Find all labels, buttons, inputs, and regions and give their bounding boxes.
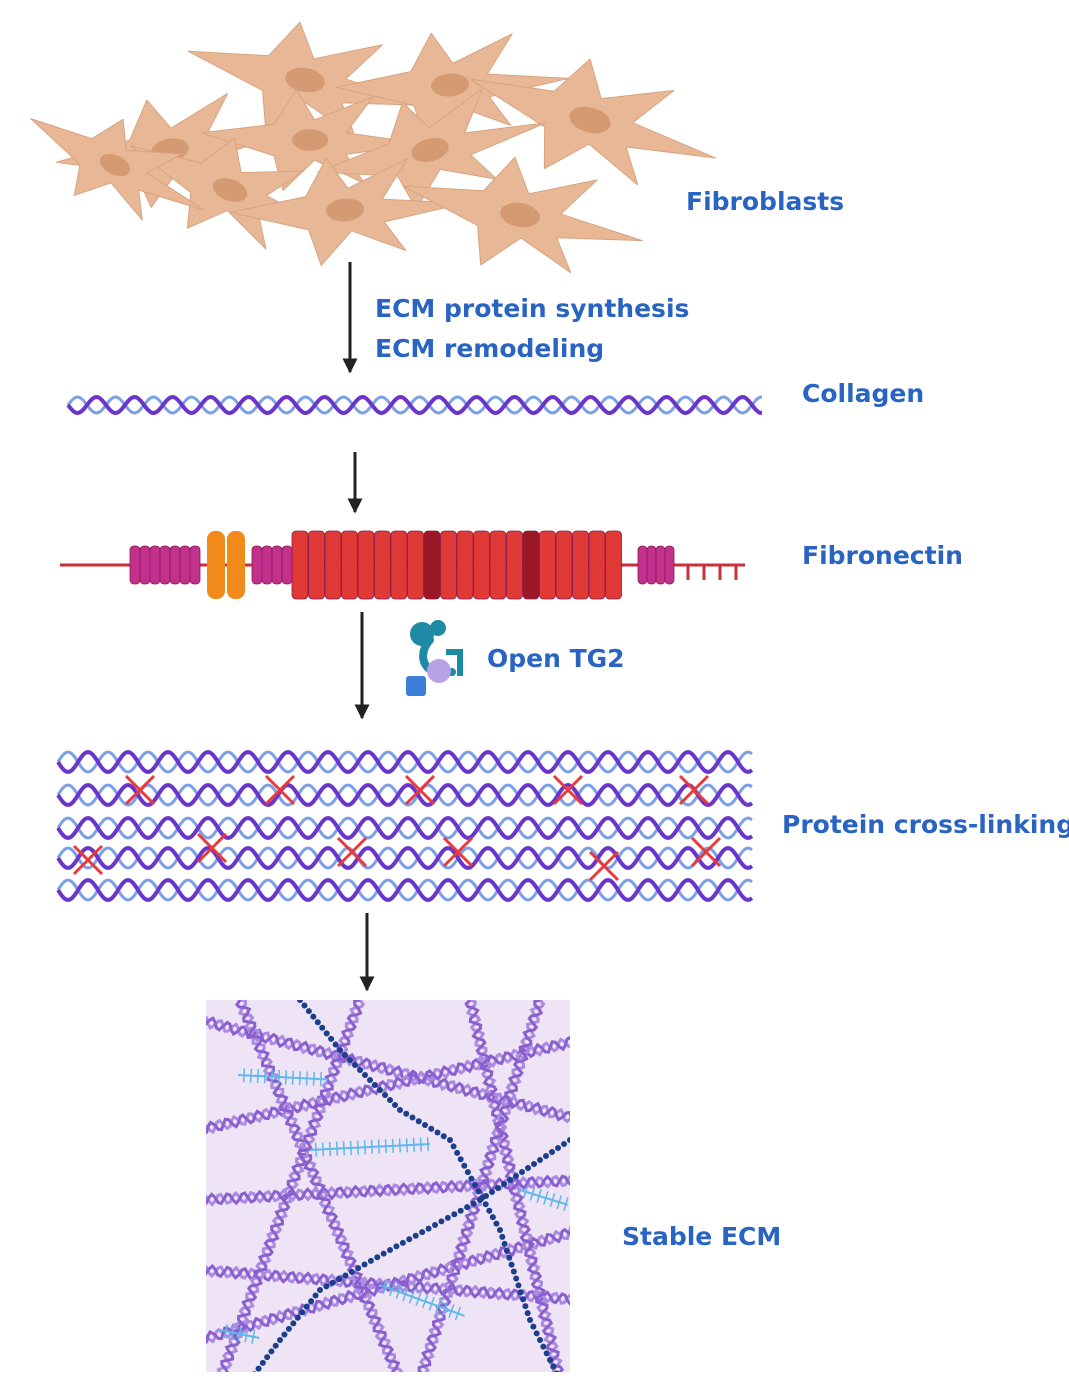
fibroblast-cell (402, 156, 643, 274)
crosslink-mark (264, 774, 296, 806)
label-open-tg2: Open TG2 (487, 644, 625, 673)
label-ecm-remodeling: ECM remodeling (375, 334, 604, 363)
crosslink-mark (690, 836, 722, 868)
fibronectin-illustration (60, 530, 745, 600)
crosslink-mark (196, 832, 228, 864)
crosslink-mark (336, 836, 368, 868)
tg2-enzyme-icon (406, 620, 463, 696)
label-fibronectin: Fibronectin (802, 541, 963, 570)
crosslink-mark (588, 850, 620, 882)
flow-arrows (342, 262, 375, 992)
collagen-fiber-illustration (66, 394, 763, 416)
label-collagen: Collagen (802, 379, 924, 408)
fibroblast-cell (469, 58, 717, 186)
crosslink-mark (442, 836, 474, 868)
crosslinked-protein-network (56, 749, 754, 903)
crosslink-mark (678, 774, 710, 806)
crosslink-mark (124, 774, 156, 806)
fibroblast-cell (30, 118, 205, 221)
label-fibroblasts: Fibroblasts (686, 187, 844, 216)
label-protein-cross-linking: Protein cross-linking (782, 810, 1069, 839)
stable-ecm-illustration (206, 1000, 570, 1372)
fibroblast-cell (130, 137, 335, 250)
label-ecm-protein-synthesis: ECM protein synthesis (375, 294, 689, 323)
crosslink-mark (404, 774, 436, 806)
fibroblast-cells-illustration (30, 21, 717, 274)
crosslink-mark (72, 844, 104, 876)
crosslink-mark (552, 774, 584, 806)
label-stable-ecm: Stable ECM (622, 1222, 781, 1251)
